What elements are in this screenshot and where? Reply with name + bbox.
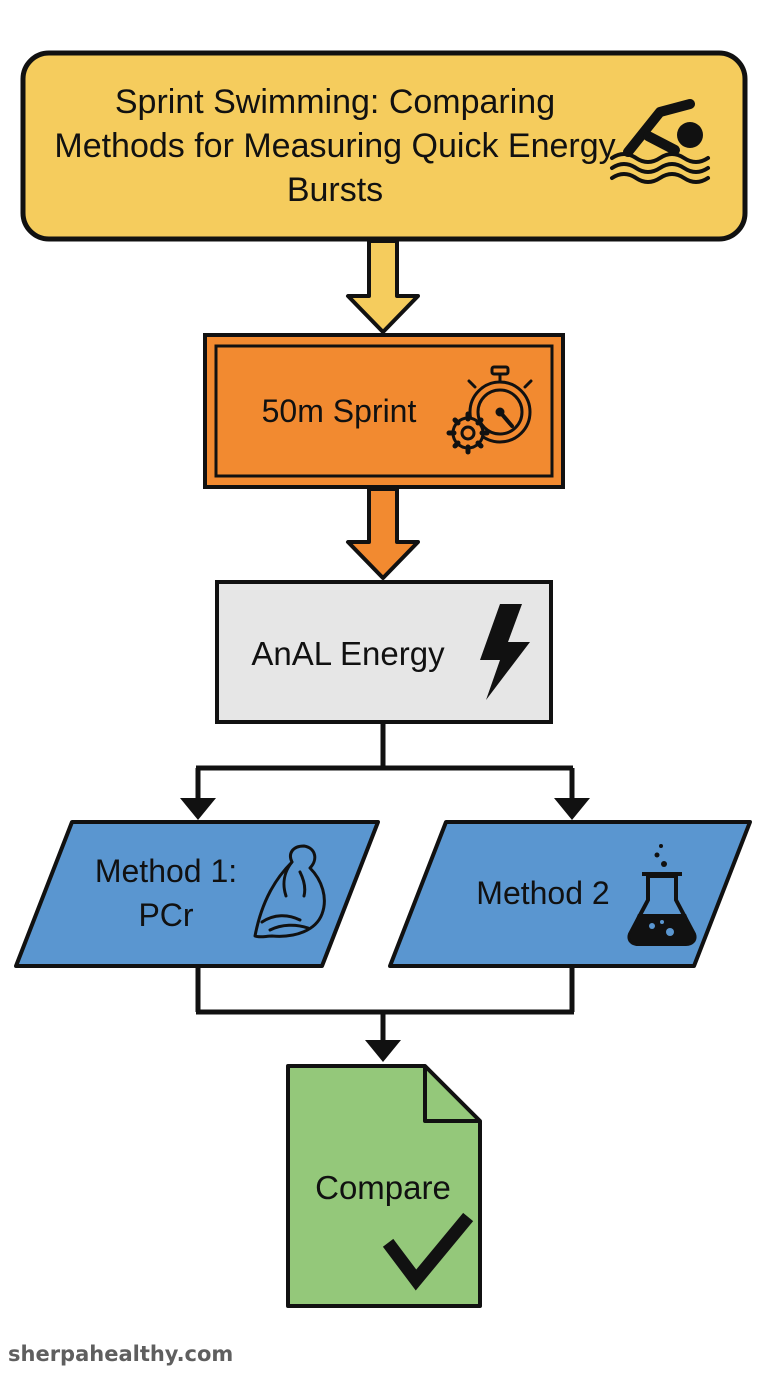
- lightning-icon: [480, 604, 530, 700]
- flexed-arm-icon: [253, 844, 326, 939]
- method1-box: [14, 820, 380, 968]
- branch-connector: [195, 722, 575, 800]
- arrow-head-method1: [180, 798, 216, 820]
- swimmer-icon: [610, 99, 710, 184]
- energy-label: AnAL Energy: [251, 635, 445, 672]
- watermark-text: sherpahealthy.com: [8, 1342, 234, 1366]
- title-label: Sprint Swimming: Comparing Methods for M…: [54, 83, 616, 209]
- flask-icon: [627, 844, 697, 946]
- checkmark-icon: [382, 1212, 474, 1291]
- arrow-head-method2: [554, 798, 590, 820]
- sprint-label: 50m Sprint: [261, 392, 417, 429]
- arrow-title-to-sprint: [346, 239, 420, 334]
- merge-connector: [195, 966, 575, 1042]
- arrow-head-compare: [365, 1040, 401, 1062]
- method2-label: Method 2: [476, 874, 610, 911]
- stopwatch-gear-icon: [446, 365, 533, 455]
- method1-label: Method 1: PCr: [94, 853, 238, 933]
- compare-document: [286, 1064, 482, 1308]
- document-fold: [423, 1066, 480, 1123]
- arrow-sprint-to-energy: [346, 487, 420, 580]
- sprint-box-inner-border: [214, 344, 554, 478]
- compare-label: Compare: [315, 1169, 451, 1206]
